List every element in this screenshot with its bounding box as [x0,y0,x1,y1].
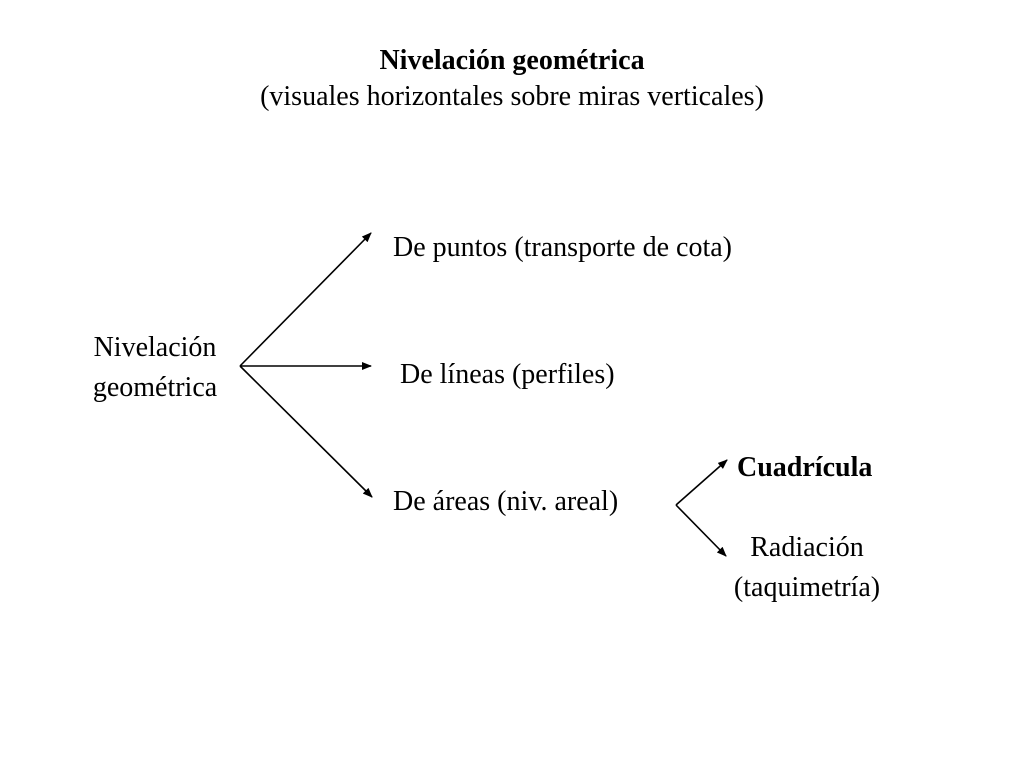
title-block: Nivelación geométrica (visuales horizont… [0,42,1024,114]
arrow-to-areas [239,365,373,498]
root-label-line2: geométrica [92,372,218,403]
branch-lineas: De líneas (perfiles) [400,359,615,390]
arrow-to-puntos [239,232,372,367]
diagram-subtitle: (visuales horizontales sobre miras verti… [260,81,764,112]
root-node: Nivelación geométrica [60,328,250,408]
branch-puntos: De puntos (transporte de cota) [393,232,732,263]
arrow-to-radiacion [675,504,727,557]
diagram-title: Nivelación geométrica [379,45,645,76]
radiacion-label-line2: (taquimetría) [733,572,881,603]
branch-areas: De áreas (niv. areal) [393,486,619,517]
sub-branch-cuadricula: Cuadrícula [737,452,873,483]
radiacion-label-line1: Radiación [750,532,864,563]
root-label-line1: Nivelación [93,332,217,363]
sub-branch-radiacion: Radiación (taquimetría) [712,528,902,608]
arrow-to-cuadricula [675,459,728,506]
